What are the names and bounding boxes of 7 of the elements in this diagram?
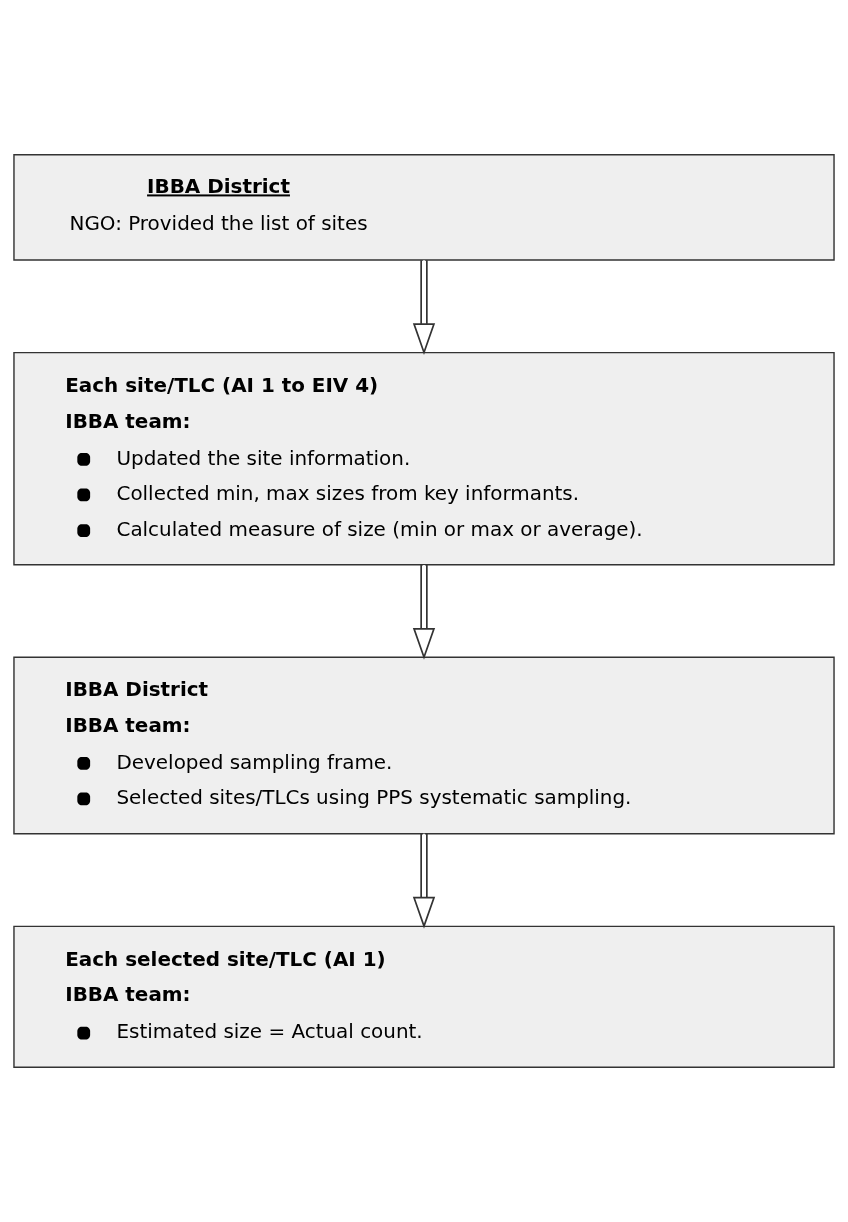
arrow — [412, 259, 436, 356]
node-box: Each site/TLC (AI 1 to EIV 4) IBBA team: Updated the site information. Collected min, max sizes from key informants. Calculated measure of size (min or max or average). — [13, 351, 835, 566]
arrow — [412, 564, 436, 660]
node-box: IBBA District NGO: Provided the list of sites — [13, 154, 835, 261]
node-box: Each selected site/TLC (AI 1) IBBA team: Estimated size = Actual count. — [13, 925, 835, 1068]
arrow — [412, 833, 436, 929]
node-box: IBBA District IBBA team: Developed sampling frame. Selected sites/TLCs using PPS systematic sampling. — [13, 656, 835, 835]
